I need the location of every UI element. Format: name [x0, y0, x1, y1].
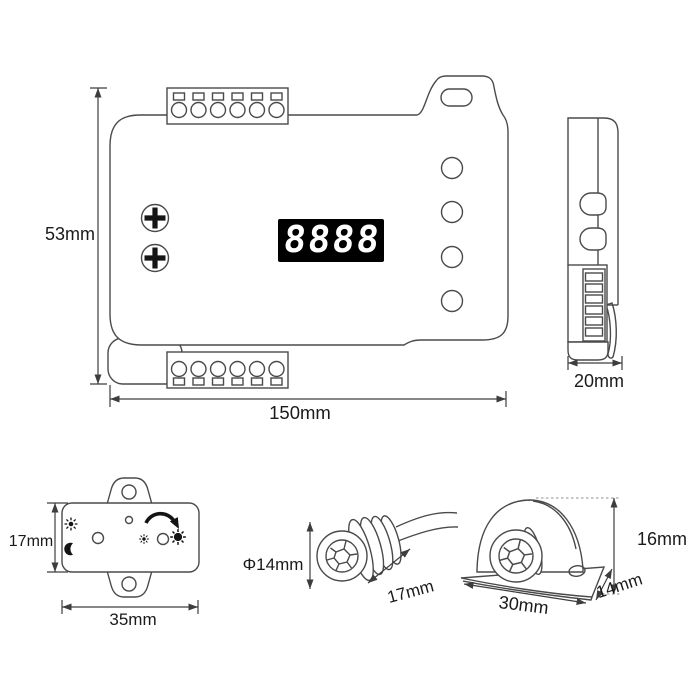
inline-pir-sensor-view: Φ14mm 17mm: [243, 511, 459, 607]
remote-knob: [156, 532, 170, 546]
side-button-dome: [579, 227, 607, 251]
dimmer-remote-view: 17mm 35mm: [9, 477, 200, 629]
remote-screw-hole-bottom: [121, 576, 137, 592]
side-foot: [567, 341, 609, 361]
terminal-slots-top: [172, 92, 283, 101]
side-shell-outline: [567, 117, 619, 305]
sensor-lens: [325, 539, 359, 573]
sun-icon: [64, 517, 78, 531]
remote-height-dimension: 17mm: [9, 502, 68, 573]
remote-width-dimension: 35mm: [61, 600, 199, 629]
controller-side-view: 20mm: [567, 117, 624, 391]
sensor-diameter-label: Φ14mm: [243, 555, 304, 574]
panel-buttons: [440, 156, 464, 313]
sensor-length-label: 17mm: [385, 576, 436, 607]
depth-dimension: 20mm: [567, 356, 624, 391]
bracket-sensor-face: [489, 529, 543, 583]
bracket-dome-inner-edge: [532, 500, 577, 550]
remote-screw-hole-top: [121, 484, 137, 500]
phillips-screw-icon: [140, 203, 170, 233]
brightness-dial-arc-icon: [144, 511, 179, 529]
moon-icon: [64, 542, 73, 556]
width-dimension: 150mm: [109, 385, 507, 423]
remote-body: [61, 502, 200, 573]
phillips-screw-icon: [140, 243, 170, 273]
remote-knob: [91, 531, 105, 545]
controller-body-outline: [109, 75, 509, 346]
bracket-mounting-hole: [568, 565, 586, 577]
remote-indicator-hole: [124, 515, 134, 525]
height-label: 53mm: [45, 224, 95, 244]
terminal-screws-bottom: [170, 360, 285, 378]
remote-width-label: 35mm: [109, 610, 156, 629]
sensor-face: [316, 530, 368, 582]
controller-front-view: 8888 53mm 150mm: [45, 75, 509, 423]
sun-bright-icon: [170, 529, 186, 545]
segment-display: 8888: [278, 218, 384, 262]
terminal-block-bottom: [166, 351, 289, 389]
mounting-tab-hole: [440, 88, 473, 107]
bracket-sensor-lens: [498, 538, 534, 574]
bracket-height-label: 16mm: [637, 529, 687, 549]
display-digits: 8888: [282, 218, 384, 261]
width-label: 150mm: [269, 402, 331, 423]
terminal-screws-top: [170, 101, 285, 119]
side-mounting-strip: [605, 302, 617, 359]
terminal-block-top: [166, 87, 289, 125]
depth-label: 20mm: [574, 371, 624, 391]
side-button-dome: [579, 192, 607, 216]
side-terminal-contacts: [584, 272, 604, 337]
sensor-wire: [392, 511, 459, 544]
terminal-slots-bottom: [172, 377, 283, 386]
sensor-diameter-dimension: Φ14mm: [243, 522, 314, 589]
sun-dim-icon: [139, 534, 149, 544]
remote-height-label: 17mm: [9, 533, 53, 550]
height-dimension: 53mm: [45, 87, 107, 385]
bracket-pir-sensor-view: 16mm 14mm 30mm: [460, 497, 687, 618]
